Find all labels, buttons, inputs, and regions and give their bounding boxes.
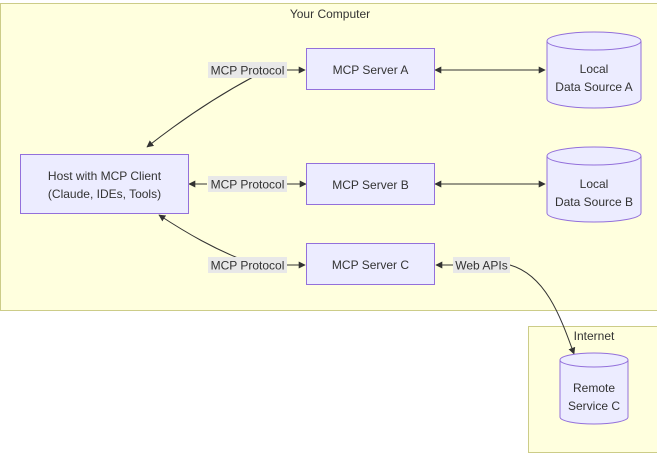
node-server-b-label: MCP Server B <box>332 178 408 192</box>
node-remote-service-c-line2: Service C <box>568 399 620 413</box>
node-server-c-label: MCP Server C <box>332 258 409 272</box>
group-internet: Internet <box>528 326 657 453</box>
node-host-line2: (Claude, IDEs, Tools) <box>48 187 161 201</box>
edge-label-host-c: MCP Protocol <box>208 257 287 273</box>
node-server-c[interactable]: MCP Server C <box>306 243 435 285</box>
node-server-a-label: MCP Server A <box>333 63 409 77</box>
node-data-source-a-line2: Data Source A <box>555 80 632 94</box>
edge-label-host-b: MCP Protocol <box>208 176 287 192</box>
svg-text:MCP Protocol: MCP Protocol <box>211 178 285 192</box>
node-data-source-b-line2: Data Source B <box>555 195 633 209</box>
node-data-source-b[interactable]: Local Data Source B <box>546 146 642 223</box>
svg-text:MCP Protocol: MCP Protocol <box>211 64 285 78</box>
group-internet-label: Internet <box>574 329 615 343</box>
node-host[interactable]: Host with MCP Client (Claude, IDEs, Tool… <box>20 154 189 214</box>
node-host-line1: Host with MCP Client <box>48 169 162 183</box>
node-data-source-a[interactable]: Local Data Source A <box>546 31 642 109</box>
svg-text:Web APIs: Web APIs <box>455 259 507 273</box>
node-server-b[interactable]: MCP Server B <box>306 163 435 205</box>
svg-text:MCP Protocol: MCP Protocol <box>211 259 285 273</box>
edge-label-host-a: MCP Protocol <box>208 62 287 78</box>
node-remote-service-c-line1: Remote <box>573 381 615 395</box>
edge-server-c-remote <box>435 261 576 355</box>
node-data-source-b-line1: Local <box>580 177 609 191</box>
node-server-a[interactable]: MCP Server A <box>306 48 435 90</box>
group-your-computer-label: Your Computer <box>290 7 370 21</box>
edge-host-server-a <box>146 66 306 148</box>
edge-label-web-apis: Web APIs <box>453 257 510 273</box>
node-remote-service-c[interactable]: Remote Service C <box>559 352 629 425</box>
node-data-source-a-line1: Local <box>580 62 609 76</box>
